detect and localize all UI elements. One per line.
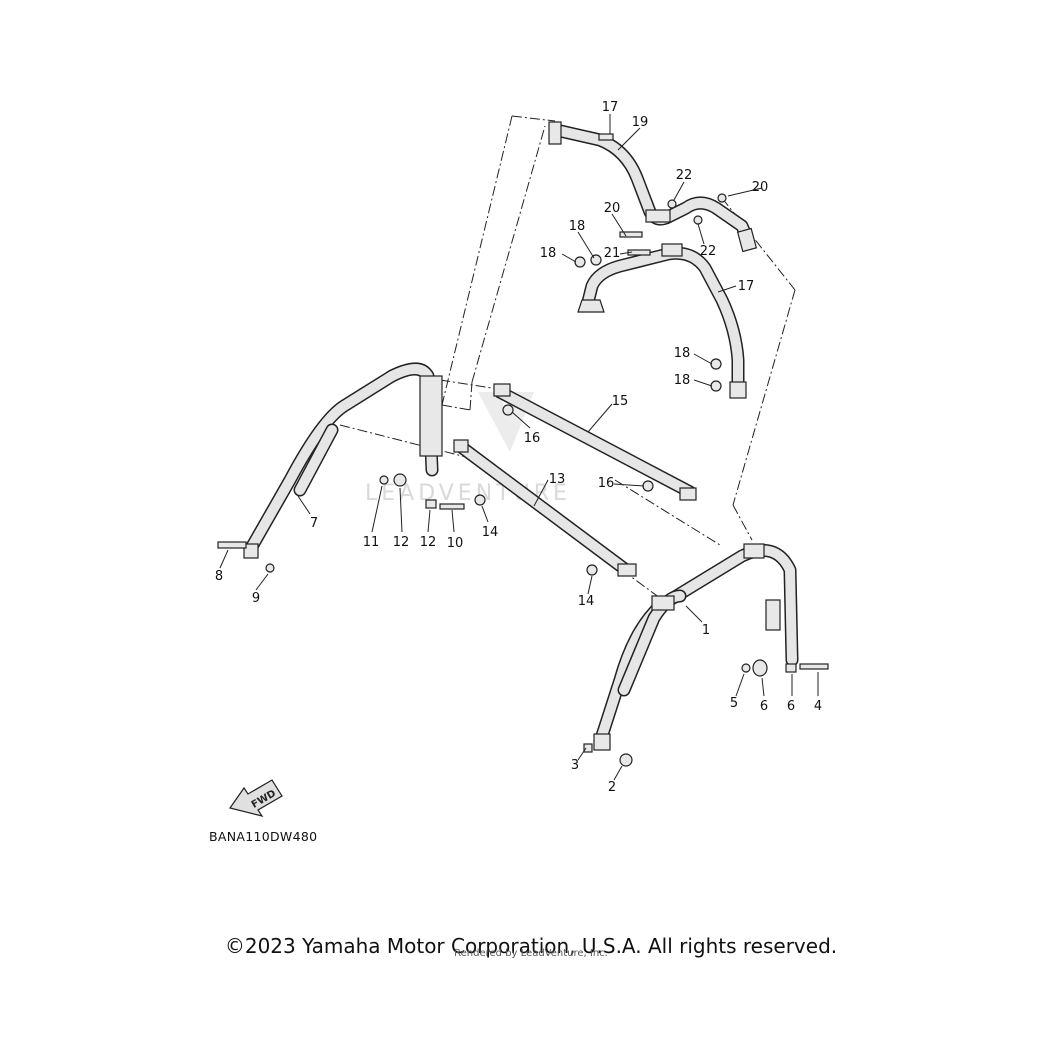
callout-19: 19 — [632, 115, 649, 130]
callout-20: 17 — [602, 100, 619, 115]
callout-5: 5 — [730, 696, 738, 711]
callout-18: 18 — [674, 346, 691, 361]
callout-6: 6 — [787, 699, 795, 714]
diagram-code: BANA110DW480 — [209, 829, 318, 844]
callout-16: 16 — [598, 476, 615, 491]
callout-14: 14 — [578, 594, 595, 609]
part-15-crossbar — [493, 383, 697, 501]
callout-1: 1 — [702, 623, 710, 638]
rendered-by-credit: Rendered by LeadVenture, Inc. — [454, 948, 608, 959]
callout-7: 7 — [310, 516, 318, 531]
callout-6: 6 — [760, 699, 768, 714]
callout-14: 14 — [482, 525, 499, 540]
part-7-a-pillar — [243, 362, 443, 559]
callout-9: 9 — [252, 591, 260, 606]
callouts: 17 19 22 20 20 18 21 22 18 17 18 18 15 1… — [215, 100, 822, 795]
leader-lines — [219, 114, 819, 781]
assembly-lines — [339, 115, 796, 599]
callout-12: 12 — [393, 535, 410, 550]
callout-18: 18 — [540, 246, 557, 261]
callout-13: 13 — [549, 472, 566, 487]
callout-22: 22 — [700, 244, 717, 259]
callout-18: 18 — [569, 219, 586, 234]
hardware — [217, 133, 829, 767]
callout-21: 21 — [604, 246, 621, 261]
callout-17: 17 — [738, 279, 755, 294]
callout-16: 16 — [524, 431, 541, 446]
callout-3: 3 — [571, 758, 579, 773]
callout-4: 4 — [814, 699, 822, 714]
callout-8: 8 — [215, 569, 223, 584]
callout-12: 12 — [420, 535, 437, 550]
fwd-arrow-icon: FWD — [229, 779, 283, 817]
part-13-crossbar — [453, 439, 637, 577]
part-1-rear-cage — [593, 543, 799, 751]
callout-18: 18 — [674, 373, 691, 388]
callout-10: 10 — [447, 536, 464, 551]
callout-20: 20 — [752, 180, 769, 195]
callout-22: 22 — [676, 168, 693, 183]
callout-21: 20 — [604, 201, 621, 216]
callout-15: 15 — [612, 394, 629, 409]
part-17-brace — [577, 243, 747, 399]
copyright-notice: ©2023 Yamaha Motor Corporation, U.S.A. A… — [224, 934, 838, 958]
part-19-upper-bar — [548, 121, 758, 253]
callout-2: 2 — [608, 780, 616, 795]
callout-11: 11 — [363, 535, 380, 550]
